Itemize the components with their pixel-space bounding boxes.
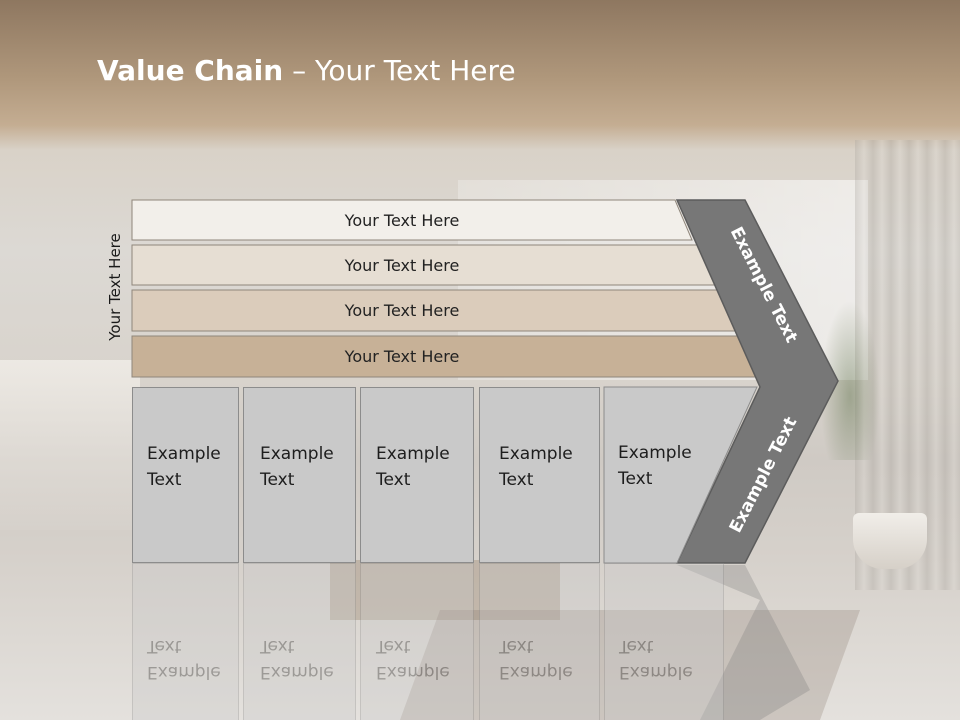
box-3-line2: Text bbox=[376, 470, 411, 490]
bar-1[interactable]: Your Text Here bbox=[132, 200, 692, 240]
bar-4-text: Your Text Here bbox=[344, 346, 460, 366]
bar-3-text: Your Text Here bbox=[344, 300, 460, 320]
title-bold: Value Chain bbox=[97, 54, 284, 87]
box-5-shape bbox=[603, 386, 758, 564]
box-4-line2: Text bbox=[499, 470, 534, 490]
box-4[interactable]: Example Text bbox=[479, 387, 600, 563]
box-2-line1: Example bbox=[260, 444, 334, 464]
box-3-line1: Example bbox=[376, 444, 450, 464]
chevron-arrow-reflection bbox=[677, 565, 810, 720]
background-table bbox=[330, 560, 560, 620]
bar-shape-1 bbox=[131, 199, 693, 241]
box-5-line2: Text bbox=[618, 469, 653, 489]
box-4-line1: Example bbox=[499, 444, 573, 464]
box-1[interactable]: Example Text bbox=[132, 387, 239, 563]
box-1-line1: Example bbox=[147, 444, 221, 464]
box-2[interactable]: Example Text bbox=[243, 387, 356, 563]
box-5-line1: Example bbox=[618, 443, 692, 463]
chevron-arrow bbox=[675, 199, 839, 564]
title-rest: – Your Text Here bbox=[283, 54, 516, 87]
bar-3[interactable]: Your Text Here bbox=[132, 290, 692, 330]
bar-1-text: Your Text Here bbox=[344, 210, 460, 230]
background-plant-pot bbox=[853, 513, 927, 569]
slide-title[interactable]: Value Chain – Your Text Here bbox=[97, 54, 516, 87]
bar-4[interactable]: Your Text Here bbox=[132, 336, 692, 376]
box-3[interactable]: Example Text bbox=[360, 387, 474, 563]
bar-2-text: Your Text Here bbox=[344, 255, 460, 275]
box-2-line2: Text bbox=[260, 470, 295, 490]
box-5[interactable]: Example Text bbox=[604, 387, 724, 563]
background-sofa bbox=[0, 360, 140, 530]
bar-2[interactable]: Your Text Here bbox=[132, 245, 692, 285]
box-1-line2: Text bbox=[147, 470, 182, 490]
